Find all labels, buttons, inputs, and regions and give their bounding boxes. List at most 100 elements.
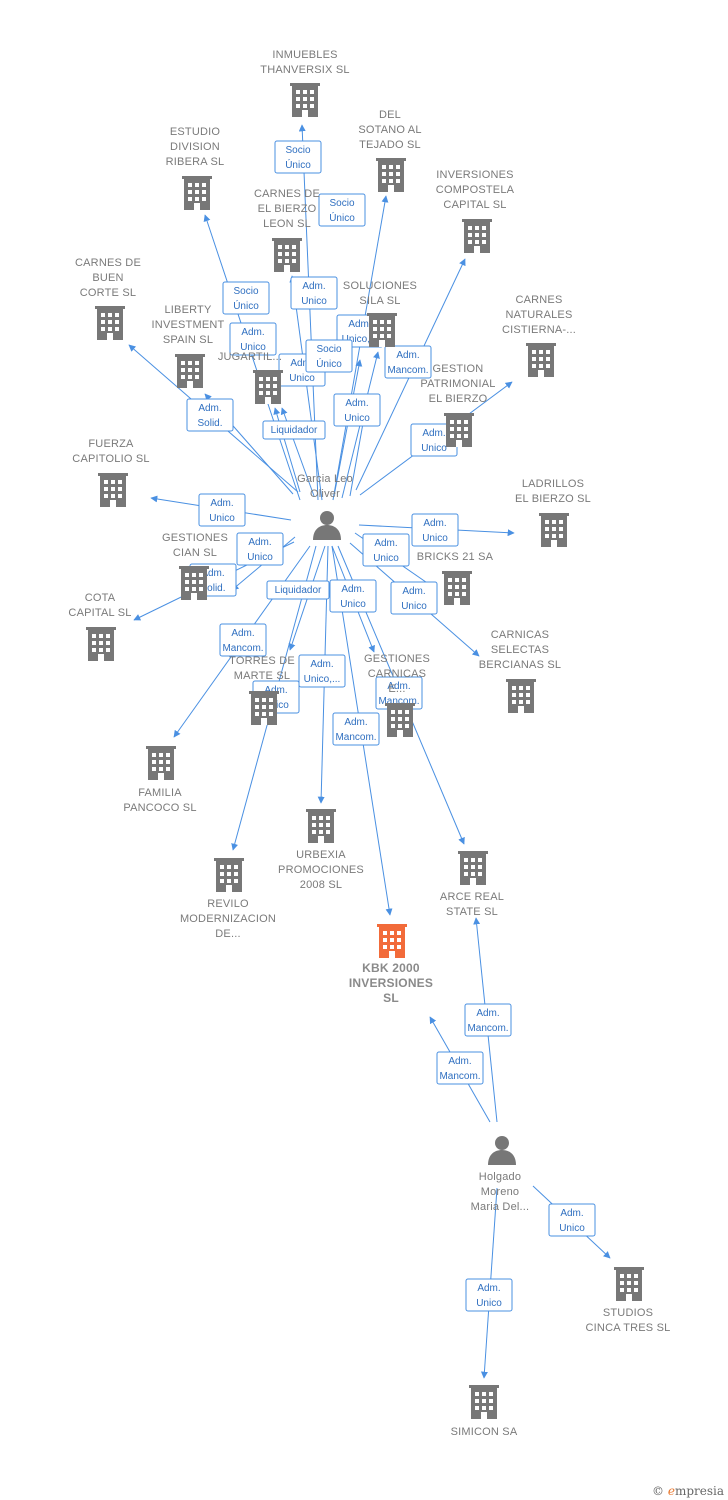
relation-label[interactable]: Adm.Mancom. (436, 1051, 484, 1085)
node-label: BUEN (92, 272, 123, 284)
relation-label[interactable]: Adm.Unico (465, 1278, 513, 1312)
relation-label[interactable]: Adm.Unico (411, 513, 459, 547)
building-icon (442, 571, 472, 605)
node-label: COMPOSTELA (436, 184, 515, 196)
company-node-c10[interactable]: JUGARTIL... (218, 351, 283, 404)
node-label: EL BIERZO SL (515, 493, 591, 505)
relation-label[interactable]: Adm.Unico (329, 579, 377, 613)
relation-label[interactable]: Adm.Unico (236, 532, 284, 566)
node-label: MODERNIZACION (180, 913, 276, 925)
node-label: BERCIANAS SL (479, 659, 561, 671)
node-label: LIBERTY (164, 304, 212, 316)
company-node-c8[interactable]: CARNESNATURALESCISTIERNA-... (502, 294, 576, 377)
relation-text: Único (233, 299, 259, 312)
node-label: E... (388, 683, 405, 695)
node-label: DEL (379, 109, 401, 121)
relation-text: Adm. (374, 538, 397, 549)
node-label: FAMILIA (138, 787, 182, 799)
company-node-c23[interactable]: REVILOMODERNIZACIONDE... (180, 858, 276, 940)
relation-label[interactable]: Adm.Unico (290, 276, 338, 310)
node-label: LEON SL (263, 218, 311, 230)
relation-text: Unico (422, 533, 448, 544)
node-label: Garcia Leo (297, 473, 353, 485)
node-label: CAPITAL SL (68, 607, 131, 619)
relation-text: Unico (301, 296, 327, 307)
relation-label[interactable]: Adm. Mancom. (219, 623, 267, 657)
relation-label[interactable]: Adm.Mancom. (384, 345, 432, 379)
relation-label[interactable]: Liquidador (262, 420, 326, 440)
relation-label[interactable]: Adm.Unico (362, 533, 410, 567)
node-label: CINCA TRES SL (586, 1322, 671, 1334)
company-node-c19[interactable]: GESTIONESCARNICASE... (364, 653, 430, 737)
node-label: KBK 2000 (362, 961, 420, 975)
node-label: DIVISION (170, 141, 220, 153)
building-icon (98, 473, 128, 507)
company-node-c25[interactable]: STUDIOS CINCA TRES SL (586, 1267, 671, 1334)
node-label: ARCE REAL (440, 891, 504, 903)
relation-label[interactable]: Adm.Unico (548, 1203, 596, 1237)
relation-label[interactable]: Adm.Unico (333, 393, 381, 427)
footer-brand[interactable]: © empresia (652, 1484, 724, 1498)
relation-label[interactable]: Adm.Mancom. (332, 712, 380, 746)
building-icon (214, 858, 244, 892)
edge-p1-c3 (203, 214, 301, 501)
relation-text: Adm. (476, 1008, 499, 1019)
relation-label[interactable]: Adm. Unico (390, 581, 438, 615)
relation-text: Mancom. (222, 643, 263, 654)
relation-text: Adm. (448, 1056, 471, 1067)
relation-text: Adm. (402, 586, 425, 597)
node-label: SOTANO AL (358, 124, 421, 136)
relation-text: Unico (401, 601, 427, 612)
relation-label[interactable]: Adm.Mancom. (464, 1003, 512, 1037)
node-label: SOLUCIONES (343, 280, 417, 292)
node-label: STUDIOS (603, 1307, 653, 1319)
relation-text: Unico,... (304, 674, 341, 685)
node-label: STATE SL (446, 906, 498, 918)
node-label: PROMOCIONES (278, 864, 364, 876)
relation-text: Solid. (197, 418, 222, 429)
relation-label[interactable]: Liquidador (266, 580, 330, 600)
relation-text: Adm. (231, 628, 254, 639)
building-icon (249, 691, 279, 725)
relation-text: Unico (240, 342, 266, 353)
company-node-c26[interactable]: SIMICON SA (451, 1385, 518, 1438)
node-label: GESTIONES (364, 653, 430, 665)
relation-text: Adm. (341, 584, 364, 595)
company-node-c15[interactable]: BRICKS 21 SA (417, 551, 494, 605)
node-label: INVESTMENT (152, 319, 225, 331)
relation-label[interactable]: Adm.Unico (198, 493, 246, 527)
relation-label[interactable]: Adm.Unico (229, 322, 277, 356)
brand-initial: e (667, 1484, 675, 1498)
relation-label[interactable]: Adm.Solid. (186, 398, 234, 432)
node-label: REVILO (207, 898, 249, 910)
building-icon (614, 1267, 644, 1301)
relation-text: Único (285, 158, 311, 171)
relation-label[interactable]: Adm.Unico,... (298, 654, 346, 688)
relation-text: Unico (209, 513, 235, 524)
company-node-c22[interactable]: ARCE REAL STATE SL (440, 851, 504, 918)
